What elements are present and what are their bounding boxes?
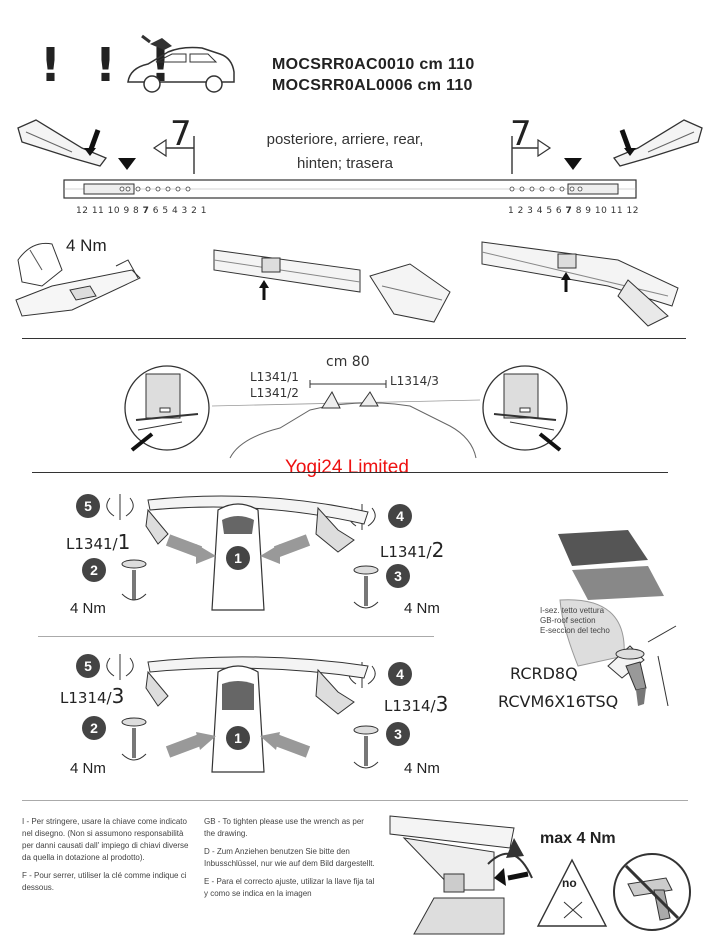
part-prefix: L1341/	[380, 543, 432, 561]
torque-detail-illustration	[389, 815, 533, 935]
rail-number-right-bold: 7	[565, 206, 573, 216]
car-roof-outline	[211, 380, 481, 459]
rotate-icon	[106, 654, 134, 680]
torque-label-a1-right: 4 Nm	[404, 600, 440, 617]
part-prefix: L1314/	[384, 697, 436, 715]
rear-label-line2: hinten; trasera	[297, 155, 393, 172]
step-3-badge: 3	[386, 722, 410, 746]
part-number: 3	[111, 684, 125, 708]
product-codes: MOCSRR0AC0010 cm 110 MOCSRR0AL0006 cm 11…	[272, 54, 475, 96]
rear-label: posteriore, arriere, rear, hinten; trase…	[250, 128, 440, 176]
foot-left-icon	[17, 119, 108, 167]
part-number: 1	[117, 530, 131, 554]
warning-triangle-icon	[536, 858, 608, 927]
divider-4	[22, 800, 688, 801]
product-code-ac: MOCSRR0AC0010 cm 110	[272, 56, 475, 73]
roof-section-line1: I-sez. tetto vettura	[540, 606, 605, 615]
note-german: D - Zum Anziehen benutzen Sie bitte den …	[204, 847, 375, 868]
foot-detail-left	[124, 365, 210, 452]
torque-label-top: 4 Nm	[66, 236, 107, 255]
part-label-right-2: L1314/3	[384, 692, 448, 716]
part-label-right-1: L1341/2	[380, 538, 444, 562]
note-french: F - Pour serrer, utiliser la clé comme i…	[22, 871, 187, 892]
hand-tighten-illustration	[15, 242, 141, 317]
step-3-badge: 3	[386, 564, 410, 588]
right-ref: L1314/3	[390, 374, 439, 388]
step-2-badge: 2	[82, 716, 106, 740]
screw-washer-icon-right	[353, 725, 379, 769]
left-ref-1: L1341/1	[250, 370, 299, 384]
rear-label-line1: posteriore, arriere, rear,	[266, 131, 424, 148]
roof-section-line3: E-seccion del techo	[540, 626, 610, 635]
step-5-badge: 5	[76, 494, 100, 518]
part-prefix: L1314/	[60, 689, 112, 707]
product-code-al: MOCSRR0AL0006 cm 110	[272, 77, 473, 94]
rail-numbers-right: 1 2 3 4 5 6 7 8 9 10 11 12	[508, 206, 639, 216]
roof-section-line2: GB-roof section	[540, 616, 596, 625]
roof-bar-assembly-2	[145, 656, 369, 773]
arrow-right-icon	[511, 136, 552, 174]
washer-code: RCRD8Q	[510, 664, 578, 683]
part-prefix: L1341/	[66, 535, 118, 553]
rail-numbers-right-b: 8 9 10 11 12	[575, 206, 639, 216]
part-number: 3	[435, 692, 449, 716]
rotate-icon	[106, 494, 134, 520]
step-5-badge: 5	[76, 654, 100, 678]
rail-numbers-right-a: 1 2 3 4 5 6	[508, 206, 563, 216]
roof-section-illustration	[558, 530, 677, 706]
foot-detail-right	[482, 365, 568, 452]
roof-section-label: I-sez. tetto vettura GB-roof section E-s…	[540, 606, 610, 636]
divider-3	[38, 636, 434, 637]
position-right: 7	[510, 114, 532, 154]
marker-triangle-right-icon	[564, 158, 582, 170]
rail-detail-left	[213, 249, 451, 323]
step-4-badge: 4	[388, 662, 412, 686]
note-spanish: E - Para el correcto ajuste, utilizar la…	[204, 877, 375, 898]
torque-label-a2-right: 4 Nm	[404, 760, 440, 777]
note-italian: I - Per stringere, usare la chiave come …	[22, 817, 189, 862]
note-italian-french: I - Per stringere, usare la chiave come …	[22, 816, 194, 894]
step-1-badge: 1	[226, 726, 250, 750]
rail-number-left-bold: 7	[142, 206, 150, 216]
max-torque-label: max 4 Nm	[540, 830, 616, 847]
position-left: 7	[170, 114, 192, 154]
left-ref-2: L1341/2	[250, 386, 299, 400]
rail-numbers-left-b: 6 5 4 3 2 1	[152, 206, 207, 216]
distance-label: cm 80	[326, 354, 370, 370]
foot-right-icon	[612, 119, 703, 167]
step-4-badge: 4	[388, 504, 412, 528]
arrow-left-icon	[152, 136, 195, 174]
step-2-badge: 2	[82, 558, 106, 582]
part-number: 2	[431, 538, 445, 562]
divider-2	[32, 472, 668, 473]
screw-code: RCVM6X16TSQ	[498, 692, 619, 711]
torque-label-a2-left: 4 Nm	[70, 760, 106, 777]
roof-bar-assembly-1	[145, 495, 369, 611]
roof-rail-bar	[63, 179, 637, 199]
torque-label-a1-left: 4 Nm	[70, 600, 106, 617]
screw-washer-icon	[121, 559, 147, 601]
no-label: no	[562, 876, 577, 890]
no-power-drill-icon	[613, 853, 691, 931]
screw-icon	[615, 648, 647, 706]
rail-detail-right	[481, 241, 679, 327]
screw-washer-icon-right	[353, 565, 379, 609]
part-label-left-2: L1314/3	[60, 684, 124, 708]
watermark: Yogi24 Limited	[285, 457, 409, 478]
part-label-left-1: L1341/1	[66, 530, 130, 554]
step-1-badge: 1	[226, 546, 250, 570]
screw-washer-icon	[121, 717, 147, 761]
marker-triangle-left-icon	[118, 158, 136, 170]
note-english: GB - To tighten please use the wrench as…	[204, 817, 364, 838]
rail-numbers-left-a: 12 11 10 9 8	[76, 206, 140, 216]
divider-1	[22, 338, 686, 339]
rail-numbers-left: 12 11 10 9 8 7 6 5 4 3 2 1	[76, 206, 207, 216]
car-hatch-open-icon	[127, 34, 235, 93]
note-english-german-spanish: GB - To tighten please use the wrench as…	[204, 816, 376, 900]
